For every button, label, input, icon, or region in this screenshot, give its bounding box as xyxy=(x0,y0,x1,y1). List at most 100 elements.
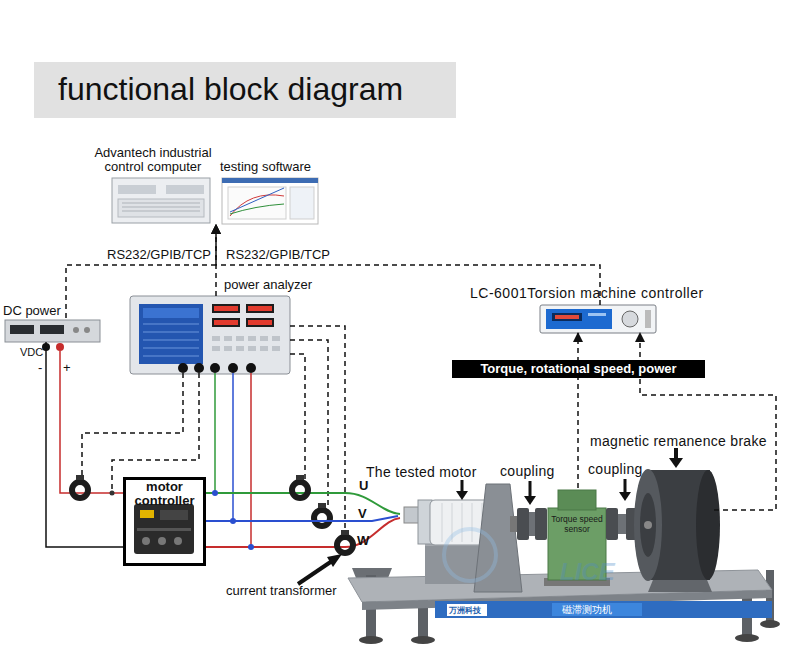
tested-motor: The tested motor xyxy=(398,495,492,547)
connector xyxy=(142,537,150,545)
brake-hub xyxy=(640,493,656,557)
pointer-arrow xyxy=(624,479,627,494)
knob xyxy=(73,327,79,333)
dc-plus-wire xyxy=(60,351,123,493)
analyzer-case xyxy=(130,296,290,374)
hysteresis-brake: magnetic remanence brake xyxy=(640,462,714,590)
readout-digits xyxy=(248,320,272,325)
watermark-logo xyxy=(444,529,496,581)
terminal xyxy=(228,363,238,373)
node-text: Torque speed sensor xyxy=(546,514,608,534)
junction xyxy=(212,490,218,496)
annotation-label: coupling xyxy=(588,461,643,477)
dc-supply xyxy=(5,320,100,342)
readout-digits xyxy=(248,306,272,311)
arrow-head xyxy=(524,496,536,505)
measure-leads xyxy=(82,326,345,534)
ct-terminal xyxy=(76,475,349,535)
annotation-label: 磁滞测功机 xyxy=(562,604,612,616)
terminal xyxy=(194,363,204,373)
computer-case xyxy=(112,178,210,223)
readout xyxy=(246,318,274,327)
controller-unit xyxy=(134,504,194,554)
readout xyxy=(212,304,240,313)
dashed-lead xyxy=(290,354,305,480)
side-panel xyxy=(290,187,314,219)
terminal xyxy=(210,363,220,373)
node-text: LC-6001Torsion machine controller xyxy=(470,285,704,301)
software-screen: testing software xyxy=(222,178,318,224)
ct-ring xyxy=(72,482,88,498)
pointer-arrow xyxy=(298,561,332,584)
control-computer: Advantech industrial control computer xyxy=(110,178,222,225)
motor-fins xyxy=(442,503,482,542)
chart-area xyxy=(228,187,286,219)
display xyxy=(552,313,582,321)
annotation-label: V xyxy=(358,506,367,521)
annotation-label: + xyxy=(63,360,71,375)
junction xyxy=(110,491,115,496)
display-digits xyxy=(555,315,579,319)
connector xyxy=(66,225,216,318)
coupling-spider xyxy=(529,512,535,536)
node-text: Advantech industrial control computer xyxy=(88,146,218,174)
current-transformers xyxy=(72,482,353,553)
dc-power-supply: DC power xyxy=(5,318,100,342)
edge-label: RS232/GPIB/TCP xyxy=(226,247,330,262)
motor-controller: motor controller xyxy=(123,477,206,566)
vent-panel xyxy=(118,199,204,217)
voltage-lead xyxy=(214,373,216,493)
power-analyzer: power analyzer xyxy=(130,296,290,374)
annotation-label: 万洲科技 xyxy=(449,606,481,615)
chart-curve xyxy=(230,204,284,214)
annotation-label: U xyxy=(359,478,368,493)
ct-ring xyxy=(337,537,353,553)
voltage-lead xyxy=(232,373,234,521)
torsion-controller: LC-6001Torsion machine controller xyxy=(540,305,656,333)
annotation-label: W xyxy=(357,533,369,548)
phase-wire xyxy=(206,518,400,547)
readout-digits xyxy=(214,320,238,325)
knob xyxy=(84,327,90,333)
torsion-controller xyxy=(540,305,656,333)
controller-face xyxy=(546,309,612,329)
connector xyxy=(216,225,600,305)
analyzer-screen xyxy=(139,304,203,364)
vent-lines xyxy=(122,203,200,211)
display xyxy=(10,325,34,334)
arrow-head xyxy=(456,491,468,500)
display xyxy=(40,325,64,334)
foot xyxy=(735,634,759,642)
ct-ring xyxy=(292,482,308,498)
annotation-label: coupling xyxy=(500,463,555,479)
node-text: DC power xyxy=(3,303,61,318)
foot xyxy=(411,636,435,644)
dashed-lead xyxy=(82,373,183,479)
node-text: motor controller xyxy=(123,480,206,508)
connector xyxy=(206,516,398,521)
diagram-title: functional block diagram xyxy=(58,70,403,108)
indicator xyxy=(588,313,606,316)
node-text: power analyzer xyxy=(224,277,312,292)
ct-ring xyxy=(314,510,330,526)
logo-plate xyxy=(447,604,487,616)
chart-curve xyxy=(230,188,284,212)
connector xyxy=(158,537,166,545)
bearing-plate xyxy=(474,484,522,592)
readout-digits xyxy=(214,306,238,311)
annotation-label: VDC xyxy=(20,346,43,359)
readout xyxy=(246,304,274,313)
edge-label: RS232/GPIB/TCP xyxy=(107,247,211,262)
coupling-half xyxy=(517,508,529,540)
terminal xyxy=(56,343,64,351)
coupling-half xyxy=(535,508,547,540)
bench-strip xyxy=(435,601,772,618)
name-plate xyxy=(552,603,642,616)
foot xyxy=(760,620,780,628)
coupling-spider xyxy=(618,514,626,534)
drive-bay xyxy=(166,185,204,194)
brake-shaft xyxy=(644,521,652,529)
foot xyxy=(359,636,383,644)
handle xyxy=(645,310,651,328)
